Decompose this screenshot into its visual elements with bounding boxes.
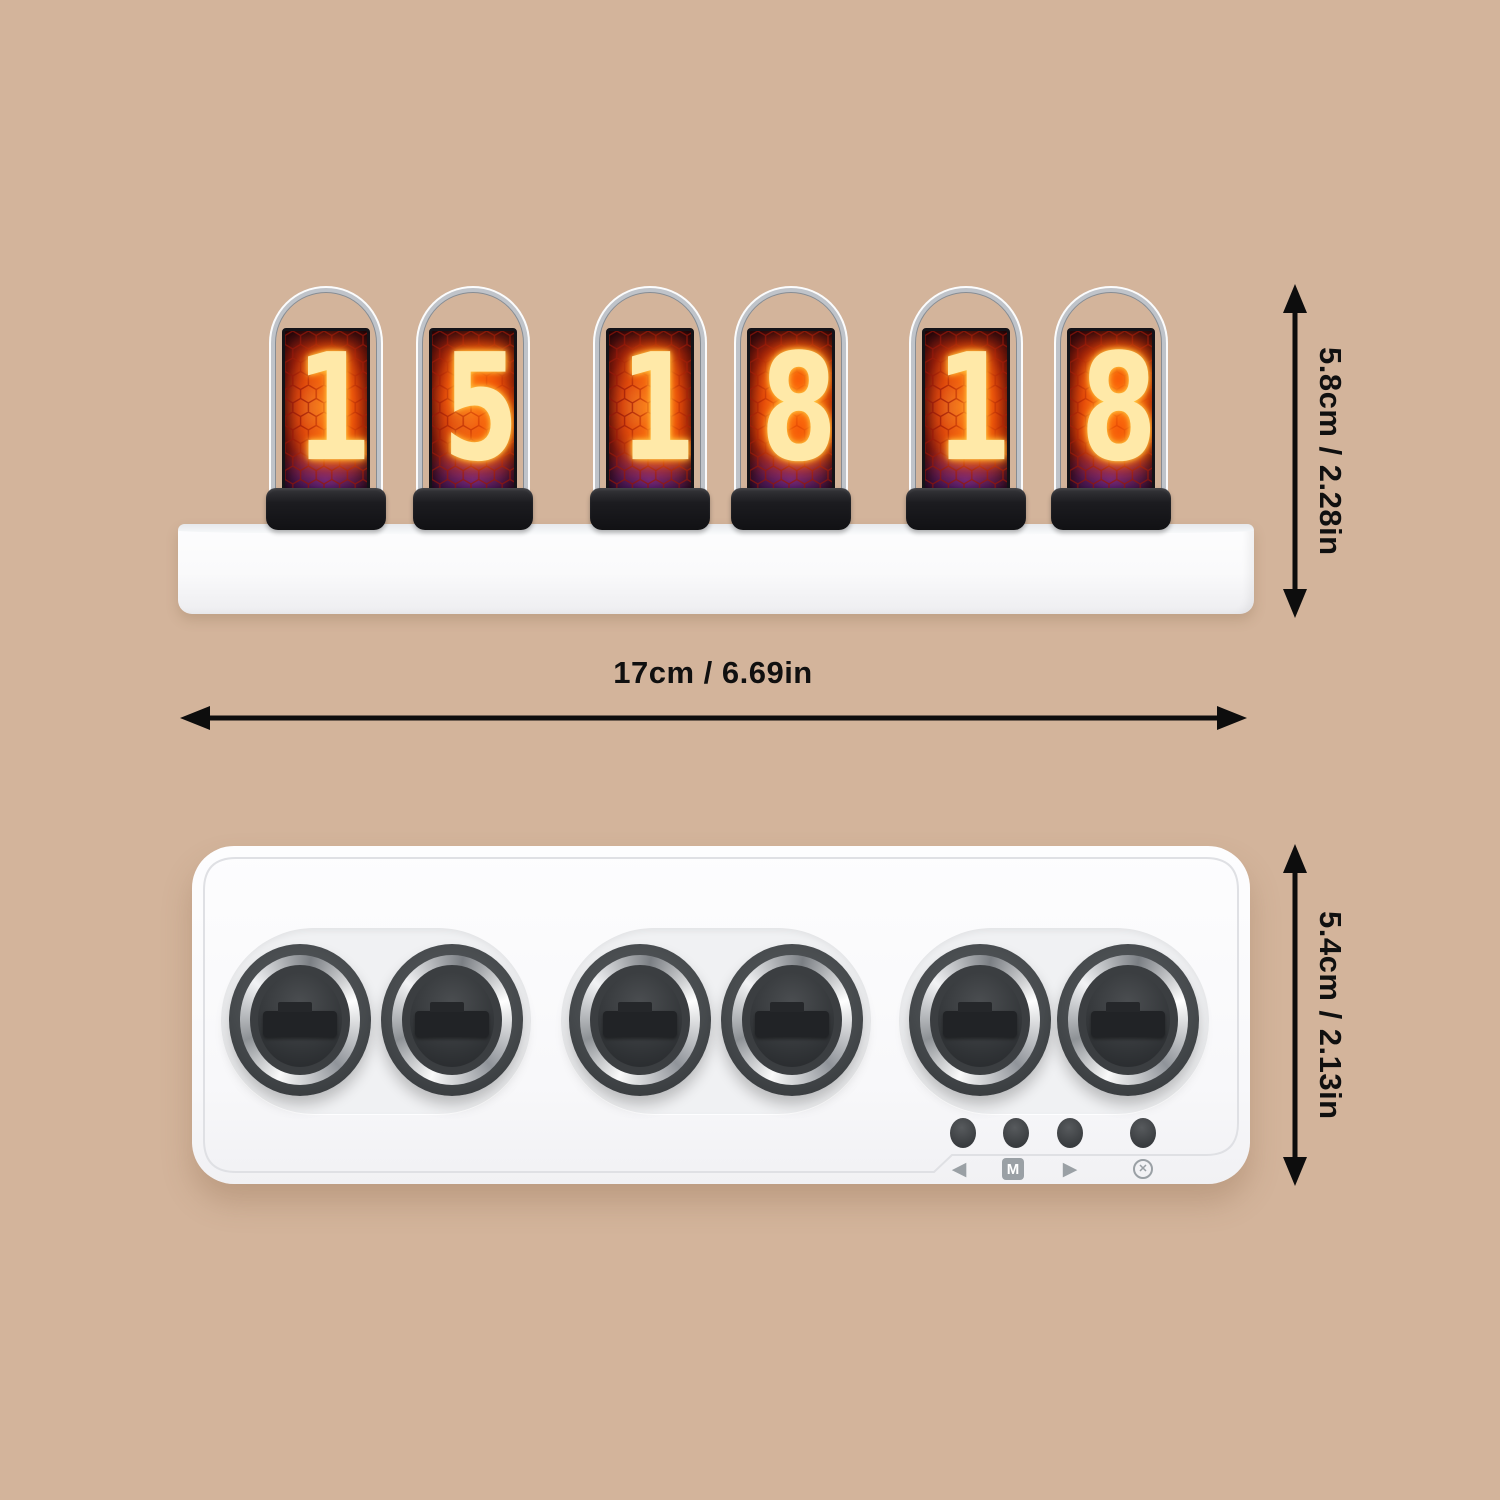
tube-socket-base [266,488,386,530]
indicator-dot-2 [1003,1118,1029,1148]
tube-wire-arch [909,286,1023,513]
socket-slot [1091,1001,1165,1037]
socket-disc [410,973,494,1067]
panel-inner-outline [203,857,1239,1173]
socket-slot [755,1001,829,1037]
socket-slot [603,1001,677,1037]
clock-base-bar-front [178,524,1254,614]
nixie-tube-5: 1 [901,286,1031,534]
power-icon: ✕ [1131,1157,1155,1181]
tube-socket-base [590,488,710,530]
next-icon: ▶ [1062,1158,1078,1180]
socket-disc [258,973,342,1067]
tube-socket-2 [381,944,523,1096]
tube-socket-5 [909,944,1051,1096]
socket-disc [598,973,682,1067]
tube-socket-6 [1057,944,1199,1096]
socket-slot [415,1001,489,1037]
socket-disc [938,973,1022,1067]
tube-socket-base [1051,488,1171,530]
indicator-dot-1 [950,1118,976,1148]
tube-wire-arch [269,286,383,513]
nixie-tube-2: 5 [408,286,538,534]
top-height-arrow [1283,844,1307,1186]
front-height-arrow [1283,284,1307,618]
socket-slot [943,1001,1017,1037]
tube-socket-1 [229,944,371,1096]
indicator-dot-4 [1130,1118,1156,1148]
nixie-tube-3: 1 [585,286,715,534]
top-height-label: 5.4cm / 2.13in [1313,910,1348,1120]
tube-socket-4 [721,944,863,1096]
nixie-tube-4: 8 [726,286,856,534]
tube-wire-arch [593,286,707,513]
tube-socket-base [906,488,1026,530]
nixie-tube-1: 1 [261,286,391,534]
tube-socket-base [413,488,533,530]
front-height-label: 5.8cm / 2.28in [1313,346,1348,556]
tube-wire-arch [734,286,848,513]
width-arrow [180,706,1247,730]
socket-disc [750,973,834,1067]
socket-slot [263,1001,337,1037]
power-icon-cross: ✕ [1133,1159,1153,1179]
tube-wire-arch [1054,286,1168,513]
width-label: 17cm / 6.69in [613,655,813,690]
indicator-dot-3 [1057,1118,1083,1148]
nixie-tube-6: 8 [1046,286,1176,534]
clock-top-view: ◀ M ▶ ✕ [192,846,1250,1184]
tube-wire-arch [416,286,530,513]
socket-disc [1086,973,1170,1067]
prev-icon: ◀ [951,1158,967,1180]
mode-icon: M [1001,1157,1025,1181]
tube-socket-base [731,488,851,530]
mode-icon-letter: M [1002,1158,1024,1180]
tube-socket-3 [569,944,711,1096]
